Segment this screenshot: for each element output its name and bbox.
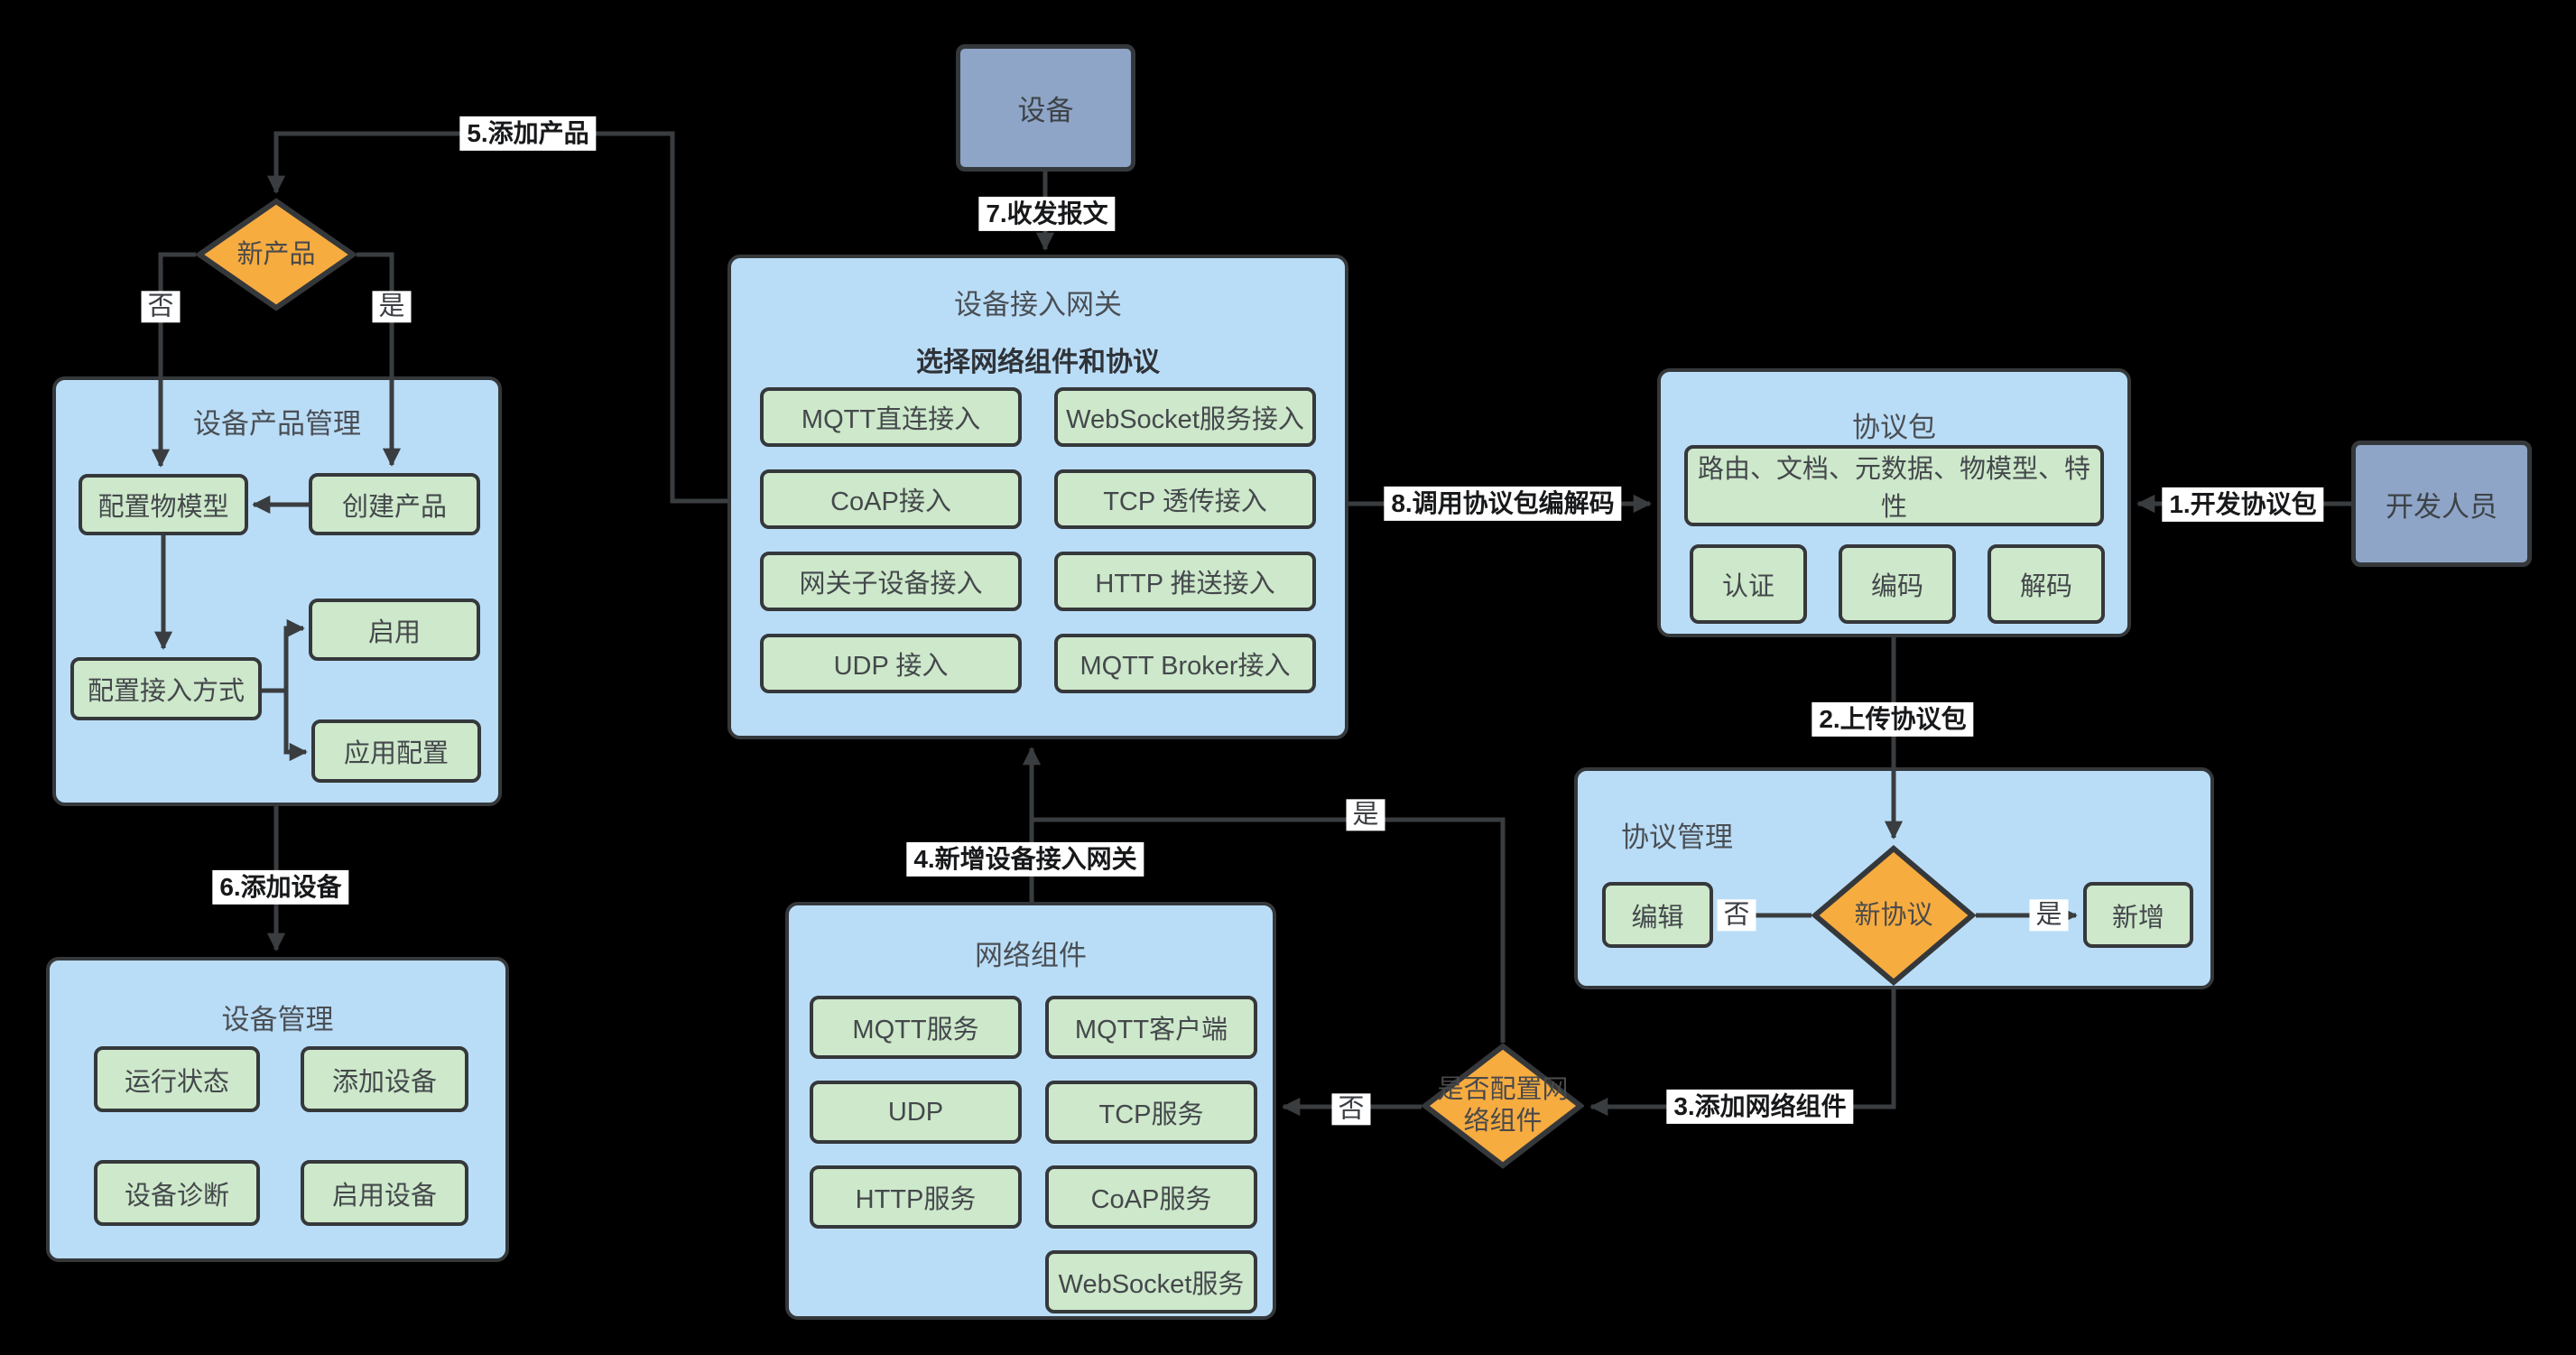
btn-authentication-label: 认证 xyxy=(1721,572,1774,601)
edge-new-protocol-to-config-network xyxy=(1589,986,1896,1117)
btn-app-config[interactable]: 应用配置 xyxy=(311,719,481,783)
btn-coap-access-label: CoAP接入 xyxy=(830,487,951,516)
btn-enable-device-label: 启用设备 xyxy=(331,1181,437,1211)
btn-mqtt-service[interactable]: MQTT服务 xyxy=(810,996,1022,1059)
btn-edit-protocol-label: 编辑 xyxy=(1631,903,1684,933)
btn-http-service-label: HTTP服务 xyxy=(855,1185,977,1214)
btn-websocket-service-access[interactable]: WebSocket服务接入 xyxy=(1054,387,1316,447)
step2-label: 2.上传协议包 xyxy=(1812,701,1974,738)
step7-label: 7.收发报文 xyxy=(978,196,1116,232)
btn-enable-label: 启用 xyxy=(367,617,421,647)
btn-encode[interactable]: 编码 xyxy=(1839,544,1956,624)
developer-label: 开发人员 xyxy=(2386,490,2497,523)
btn-edit-protocol[interactable]: 编辑 xyxy=(1602,882,1713,948)
branch-yes-product: 是 xyxy=(372,291,412,323)
step8-label: 8.调用协议包编解码 xyxy=(1384,486,1622,522)
device-management-title: 设备管理 xyxy=(221,1004,334,1035)
btn-add-protocol[interactable]: 新增 xyxy=(2083,882,2193,948)
btn-mqtt-client[interactable]: MQTT客户端 xyxy=(1045,996,1257,1059)
decision-new-product[interactable]: 新产品 xyxy=(196,198,357,311)
btn-run-status-label: 运行状态 xyxy=(124,1067,229,1097)
decision-new-protocol-label: 新协议 xyxy=(1854,900,1933,930)
product-management-title: 设备产品管理 xyxy=(193,408,361,440)
decision-config-network-shape xyxy=(1422,1043,1584,1169)
protocol-package-title: 协议包 xyxy=(1852,412,1936,443)
btn-http-push-access[interactable]: HTTP 推送接入 xyxy=(1054,552,1316,611)
decision-config-network-label: 是否配置网 络组件 xyxy=(1437,1075,1569,1136)
btn-websocket-service-access-label: WebSocket服务接入 xyxy=(1066,405,1304,434)
branch-no-network: 否 xyxy=(1331,1093,1371,1126)
btn-config-thing-model[interactable]: 配置物模型 xyxy=(79,474,248,535)
btn-enable[interactable]: 启用 xyxy=(309,599,480,661)
btn-tcp-transparent-access[interactable]: TCP 透传接入 xyxy=(1054,469,1316,529)
device-access-gateway-subtitle: 选择网络组件和协议 xyxy=(916,348,1160,377)
protocol-management-title: 协议管理 xyxy=(1621,821,1733,853)
btn-udp-label: UDP xyxy=(887,1097,944,1127)
btn-gateway-sub-device-access-label: 网关子设备接入 xyxy=(799,570,983,599)
btn-routing-docs-metadata[interactable]: 路由、文档、元数据、物模型、特性 xyxy=(1684,445,2104,526)
btn-add-device[interactable]: 添加设备 xyxy=(301,1046,468,1112)
device-access-gateway-title: 设备接入网关 xyxy=(954,289,1122,320)
btn-device-diagnosis-label: 设备诊断 xyxy=(124,1181,229,1211)
btn-http-service[interactable]: HTTP服务 xyxy=(810,1165,1022,1229)
branch-yes-network: 是 xyxy=(1346,799,1385,831)
branch-no-product: 否 xyxy=(141,291,181,323)
btn-decode-label: 解码 xyxy=(2019,572,2072,601)
btn-tcp-service[interactable]: TCP服务 xyxy=(1045,1081,1257,1144)
btn-mqtt-client-label: MQTT客户端 xyxy=(1074,1016,1228,1044)
btn-create-product-label: 创建产品 xyxy=(341,492,447,522)
btn-config-access-mode[interactable]: 配置接入方式 xyxy=(70,657,262,720)
device[interactable]: 设备 xyxy=(956,44,1135,172)
step3-label: 3.添加网络组件 xyxy=(1666,1089,1854,1125)
btn-coap-service[interactable]: CoAP服务 xyxy=(1045,1165,1257,1229)
step5-label: 5.添加产品 xyxy=(459,116,597,152)
btn-add-protocol-label: 新增 xyxy=(2111,903,2164,933)
btn-config-access-mode-label: 配置接入方式 xyxy=(87,677,245,706)
decision-new-protocol[interactable]: 新协议 xyxy=(1812,845,1976,986)
btn-decode[interactable]: 解码 xyxy=(1988,544,2105,624)
developer[interactable]: 开发人员 xyxy=(2351,441,2532,567)
btn-http-push-access-label: HTTP 推送接入 xyxy=(1095,570,1275,599)
btn-udp[interactable]: UDP xyxy=(810,1081,1022,1144)
branch-no-protocol: 否 xyxy=(1717,899,1756,932)
network-components-title: 网络组件 xyxy=(975,940,1087,971)
btn-mqtt-service-label: MQTT服务 xyxy=(852,1016,979,1044)
step6-label: 6.添加设备 xyxy=(212,869,349,905)
btn-mqtt-direct-access[interactable]: MQTT直连接入 xyxy=(760,387,1022,447)
btn-device-diagnosis[interactable]: 设备诊断 xyxy=(94,1160,260,1226)
device-label: 设备 xyxy=(1017,95,1074,126)
btn-websocket-service-label: WebSocket服务 xyxy=(1058,1270,1245,1299)
btn-coap-service-label: CoAP服务 xyxy=(1090,1185,1212,1214)
btn-coap-access[interactable]: CoAP接入 xyxy=(760,469,1022,529)
btn-enable-device[interactable]: 启用设备 xyxy=(301,1160,468,1226)
btn-tcp-transparent-access-label: TCP 透传接入 xyxy=(1103,487,1267,516)
btn-routing-docs-metadata-label: 路由、文档、元数据、物模型、特性 xyxy=(1697,455,2090,522)
btn-add-device-label: 添加设备 xyxy=(331,1067,437,1097)
btn-mqtt-broker-access[interactable]: MQTT Broker接入 xyxy=(1054,634,1316,693)
step4-label: 4.新增设备接入网关 xyxy=(906,841,1144,877)
decision-new-protocol-shape xyxy=(1812,845,1976,986)
btn-udp-access-label: UDP 接入 xyxy=(833,652,949,681)
btn-mqtt-broker-access-label: MQTT Broker接入 xyxy=(1080,652,1291,681)
step1-label: 1.开发协议包 xyxy=(2162,487,2324,523)
btn-create-product[interactable]: 创建产品 xyxy=(309,473,480,535)
btn-gateway-sub-device-access[interactable]: 网关子设备接入 xyxy=(760,552,1022,611)
btn-websocket-service[interactable]: WebSocket服务 xyxy=(1045,1250,1257,1313)
btn-udp-access[interactable]: UDP 接入 xyxy=(760,634,1022,693)
btn-tcp-service-label: TCP服务 xyxy=(1098,1100,1204,1129)
btn-app-config-label: 应用配置 xyxy=(343,739,449,768)
decision-config-network[interactable]: 是否配置网 络组件 xyxy=(1422,1043,1584,1169)
btn-mqtt-direct-access-label: MQTT直连接入 xyxy=(801,405,981,434)
btn-encode-label: 编码 xyxy=(1870,572,1923,601)
decision-new-product-label: 新产品 xyxy=(236,239,316,269)
btn-run-status[interactable]: 运行状态 xyxy=(94,1046,260,1112)
btn-config-thing-model-label: 配置物模型 xyxy=(97,493,229,522)
branch-yes-protocol: 是 xyxy=(2029,899,2069,932)
btn-authentication[interactable]: 认证 xyxy=(1690,544,1807,624)
